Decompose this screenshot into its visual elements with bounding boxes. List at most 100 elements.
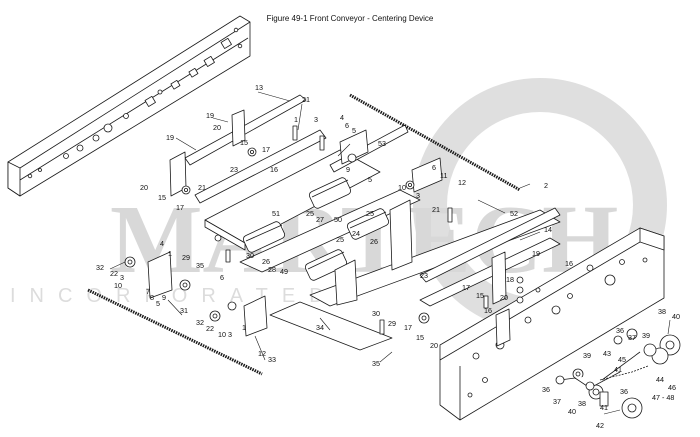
callout-15: 15 <box>158 193 166 202</box>
callout-14: 14 <box>544 225 552 234</box>
callout-26: 26 <box>370 237 378 246</box>
callout-16: 16 <box>565 259 573 268</box>
callout-28: 28 <box>268 265 276 274</box>
callout-8: 8 <box>150 293 154 302</box>
callout-52: 52 <box>510 209 518 218</box>
callout-23: 23 <box>420 271 428 280</box>
callout-32: 32 <box>196 318 204 327</box>
callout-51: 51 <box>272 209 280 218</box>
callout-17: 17 <box>462 283 470 292</box>
callout-25: 25 <box>366 209 374 218</box>
callout-47-48: 47 - 48 <box>652 393 674 402</box>
callout-20: 20 <box>140 183 148 192</box>
callout-22: 22 <box>206 324 214 333</box>
callout-53: 53 <box>378 139 386 148</box>
cylinder-lower <box>304 249 348 281</box>
callout-11: 11 <box>440 171 447 180</box>
callout-16: 16 <box>270 165 278 174</box>
callout-1: 1 <box>168 249 172 258</box>
callout-36: 36 <box>620 387 628 396</box>
callout-1: 1 <box>294 115 298 124</box>
right-side-frame <box>439 227 665 421</box>
callout-39: 39 <box>642 331 650 340</box>
callout-6: 6 <box>220 273 224 282</box>
sprocket-assembly <box>555 328 681 419</box>
callout-6: 6 <box>345 121 349 130</box>
callout-5: 5 <box>352 126 356 135</box>
callout-44: 44 <box>656 375 664 384</box>
callout-20: 20 <box>430 341 438 350</box>
brackets <box>147 109 511 347</box>
callout-41: 41 <box>600 403 608 412</box>
watermark-subtitle: INCORPORATED <box>10 285 338 307</box>
callout-33: 33 <box>268 355 276 364</box>
callout-30: 30 <box>372 309 380 318</box>
callout-38: 38 <box>658 307 666 316</box>
leader-lines <box>109 91 671 415</box>
callout-38: 38 <box>578 399 586 408</box>
callout-4: 4 <box>340 113 344 122</box>
callout-45: 45 <box>618 355 626 364</box>
callout-10: 10 <box>218 330 226 339</box>
callout-32: 32 <box>96 263 104 272</box>
figure-title: Figure 49-1 Front Conveyor - Centering D… <box>266 14 434 23</box>
callout-19: 19 <box>166 133 174 142</box>
callout-25: 25 <box>306 209 314 218</box>
callout-12: 12 <box>458 178 466 187</box>
hardware <box>124 125 524 335</box>
callout-13: 13 <box>255 83 263 92</box>
callout-40: 40 <box>672 312 680 321</box>
callout-23: 23 <box>230 165 238 174</box>
callout-40: 40 <box>568 407 576 416</box>
callout-37: 37 <box>553 397 561 406</box>
callout-20: 20 <box>213 123 221 132</box>
callout-43: 43 <box>603 349 611 358</box>
callout-20: 20 <box>500 293 508 302</box>
callout-labels: 13 21 19 20 1 3 4 6 5 53 15 17 19 20 15 … <box>96 83 680 430</box>
callout-3: 3 <box>416 191 420 200</box>
callout-6: 6 <box>432 163 436 172</box>
callout-27: 27 <box>316 215 324 224</box>
callout-36: 36 <box>542 385 550 394</box>
cylinder-mid-right <box>346 208 390 240</box>
callout-21: 21 <box>432 205 440 214</box>
callout-3: 3 <box>314 115 318 124</box>
callout-25: 25 <box>336 235 344 244</box>
callout-37: 37 <box>628 333 636 342</box>
callout-46: 46 <box>668 383 676 392</box>
callout-5: 5 <box>368 175 372 184</box>
callout-29: 29 <box>182 253 190 262</box>
callout-1: 1 <box>242 323 246 332</box>
callout-19: 19 <box>206 111 214 120</box>
callout-26: 26 <box>262 257 270 266</box>
callout-22: 22 <box>110 269 118 278</box>
callout-42: 42 <box>596 421 604 430</box>
callout-9: 9 <box>346 165 350 174</box>
callout-29: 29 <box>388 319 396 328</box>
callout-17: 17 <box>262 145 270 154</box>
cylinder-left <box>242 221 286 253</box>
callout-10: 10 <box>114 281 122 290</box>
callout-19: 19 <box>532 249 540 258</box>
left-side-frame <box>7 15 251 197</box>
callout-3: 3 <box>120 273 124 282</box>
callout-9: 9 <box>162 293 166 302</box>
callout-36: 36 <box>616 326 624 335</box>
callout-39: 39 <box>583 351 591 360</box>
callout-7: 7 <box>146 287 150 296</box>
callout-2: 2 <box>544 181 548 190</box>
callout-10: 10 <box>398 183 406 192</box>
callout-16: 16 <box>484 306 492 315</box>
parts-linework <box>7 15 681 421</box>
callout-35: 35 <box>196 261 204 270</box>
callout-21: 21 <box>198 183 206 192</box>
callout-18: 18 <box>506 275 514 284</box>
callout-5: 5 <box>156 299 160 308</box>
callout-3: 3 <box>228 330 232 339</box>
callout-21: 21 <box>302 95 310 104</box>
callout-35: 35 <box>372 359 380 368</box>
callout-49: 49 <box>280 267 288 276</box>
callout-24: 24 <box>352 229 360 238</box>
callout-50: 50 <box>334 215 342 224</box>
